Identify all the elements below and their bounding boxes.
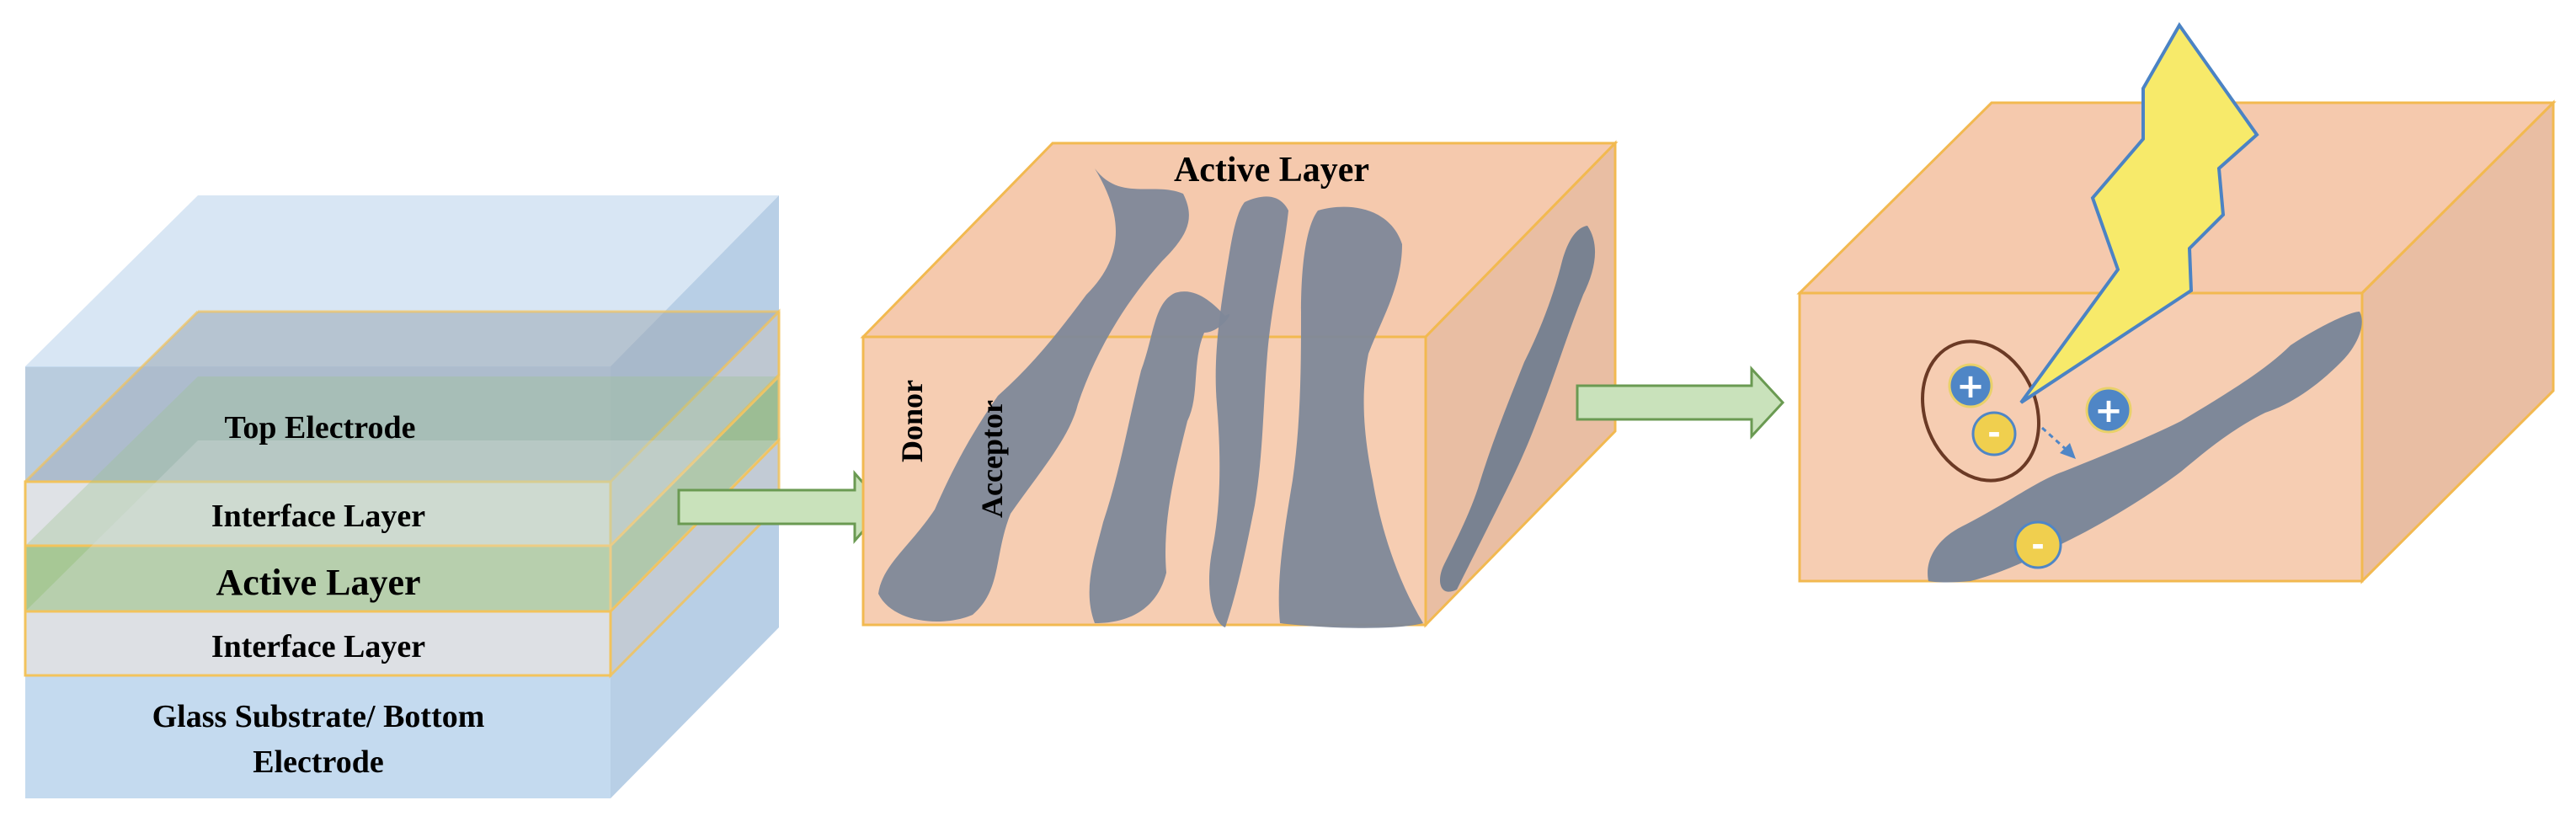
interface-layer-bottom-top-face	[25, 440, 779, 611]
interface-layer-top-front	[24, 480, 612, 547]
device-stack: Top Electrode Interface Layer Active Lay…	[24, 195, 781, 798]
hole-icon-2	[2085, 387, 2132, 434]
acceptor-channel	[1928, 312, 2362, 583]
acceptor-domain-1	[878, 168, 1189, 622]
hole-icon-1	[1948, 363, 1993, 408]
blend-cube: Active Layer Donor Acceptor	[860, 140, 1619, 628]
hole-sign-2: +	[2094, 392, 2123, 430]
active-layer-top-face	[25, 376, 779, 546]
hole-sign-1: +	[1956, 367, 1985, 406]
lightning-bolt-icon	[2019, 22, 2259, 404]
active-layer-front	[24, 544, 612, 613]
blend-title: Active Layer	[1174, 151, 1369, 189]
label-donor: Donor	[895, 380, 929, 462]
label-interface-bottom: Interface Layer	[211, 629, 425, 664]
acceptor-domain-3	[1208, 196, 1288, 627]
transfer-arrow-shaft	[2040, 426, 2069, 452]
top-electrode-top-face	[25, 312, 779, 482]
electron-sign-2: -	[2031, 526, 2045, 563]
label-substrate-line2: Electrode	[253, 744, 383, 780]
electron-icon-1	[1971, 411, 2017, 456]
electron-sign-1: -	[1987, 414, 2001, 451]
label-acceptor: Acceptor	[975, 400, 1009, 518]
electron-icon-2	[2013, 520, 2062, 569]
acceptor-domain-2	[1089, 291, 1230, 623]
label-substrate-line1: Glass Substrate/ Bottom	[152, 699, 485, 734]
interface-layer-bottom-front	[24, 610, 612, 677]
label-interface-top: Interface Layer	[211, 499, 425, 534]
label-active-layer-stack: Active Layer	[216, 562, 420, 603]
acceptor-domain-4	[1278, 206, 1423, 628]
transfer-arrow-head	[2060, 443, 2076, 459]
acceptor-domain-5	[1440, 226, 1596, 592]
arrow-blend-to-charge-separation	[1576, 365, 1785, 440]
charge-separation-cube: + + - -	[1796, 22, 2557, 584]
label-top-electrode: Top Electrode	[225, 410, 416, 446]
